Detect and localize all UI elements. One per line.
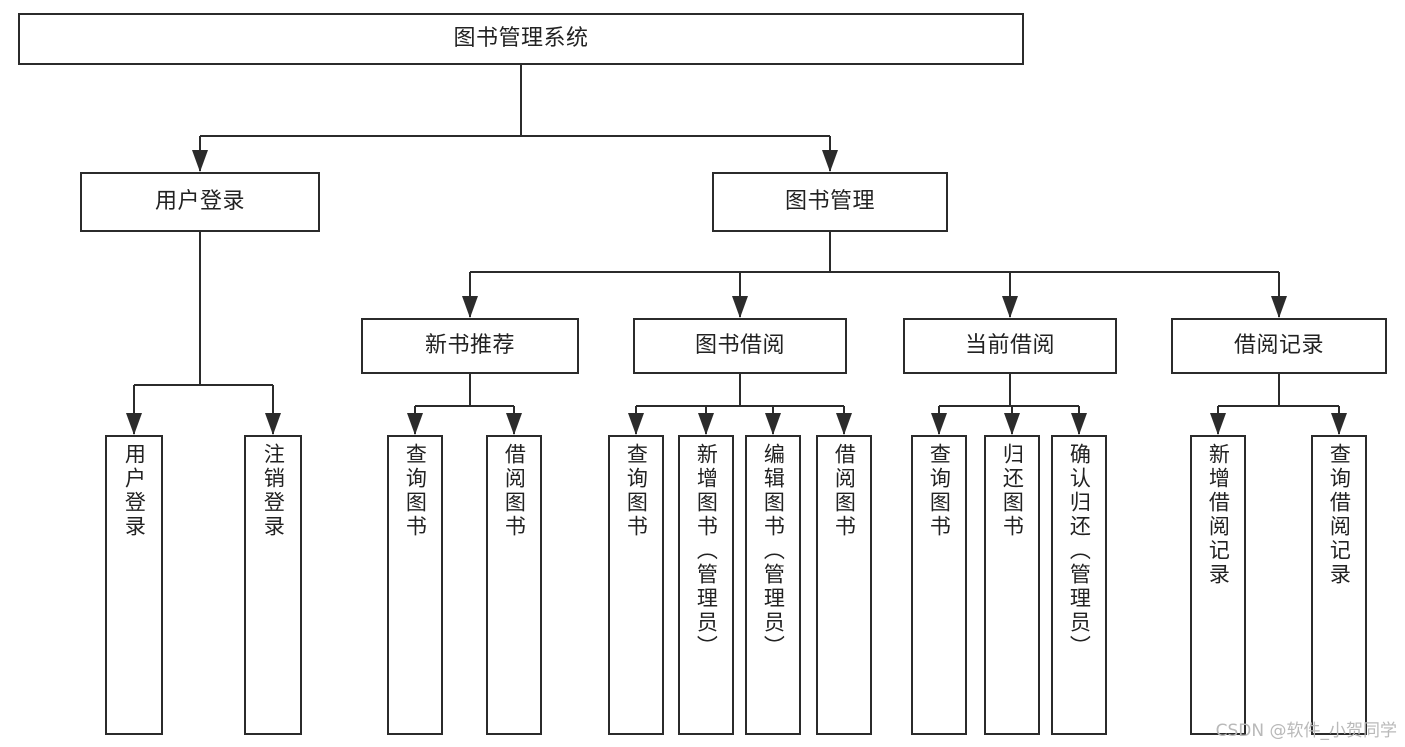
node-label: 查询图书: [403, 443, 428, 539]
leaf-add-book-admin[interactable]: 新增图书（管理员）: [678, 435, 734, 735]
leaf-query-book-3[interactable]: 查询图书: [911, 435, 967, 735]
node-label: 注销登录: [261, 443, 286, 539]
node-label: 图书管理系统: [453, 26, 589, 52]
leaf-user-login[interactable]: 用户登录: [105, 435, 163, 735]
leaf-borrow-book-2[interactable]: 借阅图书: [816, 435, 872, 735]
node-label: 图书借阅: [694, 333, 785, 359]
node-label: 借阅图书: [502, 443, 527, 539]
node-label: 当前借阅: [964, 333, 1055, 359]
leaf-return-book[interactable]: 归还图书: [984, 435, 1040, 735]
node-label: 新增借阅记录: [1206, 443, 1231, 587]
leaf-borrow-book-1[interactable]: 借阅图书: [486, 435, 542, 735]
node-label: 用户登录: [154, 189, 245, 215]
leaf-confirm-return-admin[interactable]: 确认归还（管理员）: [1051, 435, 1107, 735]
node-borrowing-record[interactable]: 借阅记录: [1171, 318, 1387, 374]
leaf-query-borrow-record[interactable]: 查询借阅记录: [1311, 435, 1367, 735]
node-label: 图书管理: [784, 189, 875, 215]
node-root-system[interactable]: 图书管理系统: [18, 13, 1024, 65]
node-user-login[interactable]: 用户登录: [80, 172, 320, 232]
node-book-borrowing[interactable]: 图书借阅: [633, 318, 847, 374]
node-label: 查询借阅记录: [1327, 443, 1352, 587]
node-label: 确认归还（管理员）: [1067, 443, 1092, 659]
node-current-borrowing[interactable]: 当前借阅: [903, 318, 1117, 374]
csdn-watermark: CSDN @软件_小贺同学: [1215, 721, 1397, 741]
node-label: 新书推荐: [424, 333, 515, 359]
node-new-book-recommendation[interactable]: 新书推荐: [361, 318, 579, 374]
leaf-query-book-1[interactable]: 查询图书: [387, 435, 443, 735]
leaf-edit-book-admin[interactable]: 编辑图书（管理员）: [745, 435, 801, 735]
node-label: 借阅图书: [832, 443, 857, 539]
leaf-query-book-2[interactable]: 查询图书: [608, 435, 664, 735]
node-label: 借阅记录: [1233, 333, 1324, 359]
leaf-logout[interactable]: 注销登录: [244, 435, 302, 735]
node-label: 查询图书: [927, 443, 952, 539]
node-label: 查询图书: [624, 443, 649, 539]
node-label: 归还图书: [1000, 443, 1025, 539]
node-book-management[interactable]: 图书管理: [712, 172, 948, 232]
node-label: 新增图书（管理员）: [694, 443, 719, 659]
node-label: 编辑图书（管理员）: [761, 443, 786, 659]
leaf-add-borrow-record[interactable]: 新增借阅记录: [1190, 435, 1246, 735]
node-label: 用户登录: [122, 443, 147, 539]
